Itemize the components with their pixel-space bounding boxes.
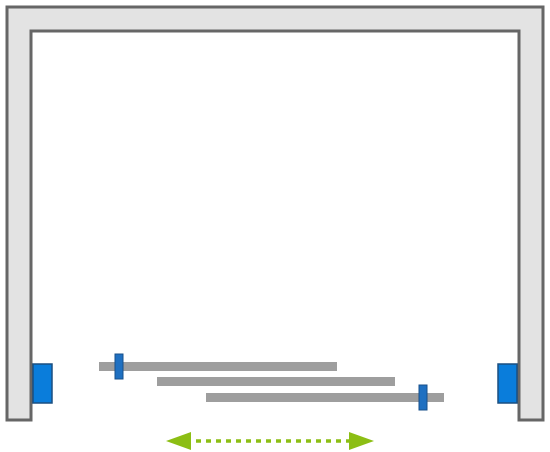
sliding-panel-1	[99, 362, 337, 371]
right-wall-profile	[497, 363, 518, 404]
handle-left	[114, 353, 124, 380]
arrow-head-left	[166, 432, 191, 450]
arrow-head-right	[349, 432, 374, 450]
sliding-direction-arrow-icon	[166, 432, 374, 450]
handle-right	[418, 384, 428, 411]
sliding-panel-2	[157, 377, 395, 386]
left-wall-profile	[32, 363, 53, 404]
sliding-panel-3	[206, 393, 444, 402]
frame-outline	[5, 5, 545, 422]
